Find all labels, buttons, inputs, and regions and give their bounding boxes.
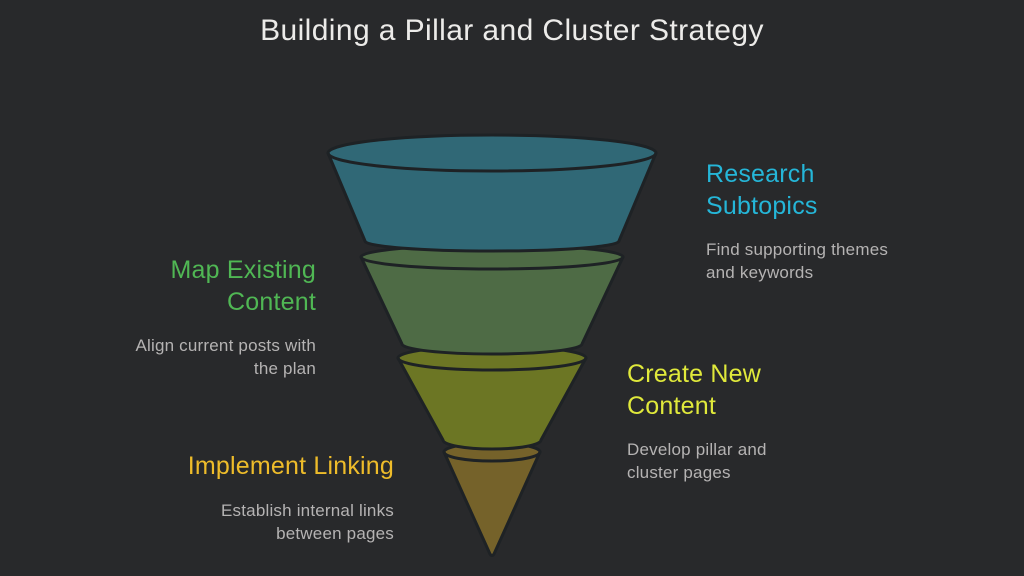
- funnel-stage-4-rim: [442, 450, 542, 463]
- step-implement-linking: Implement Linking Establish internal lin…: [188, 451, 394, 545]
- funnel-stage-2-body: [359, 243, 625, 356]
- step-create-new-content-description: Develop pillar and cluster pages: [627, 440, 767, 482]
- funnel-stage-3-body: [396, 344, 588, 451]
- funnel-stage-2: [359, 243, 625, 356]
- funnel-stage-4: [442, 441, 542, 557]
- funnel-stage-1-body: [326, 133, 658, 253]
- step-map-existing-content: Map Existing Content Align current posts…: [121, 255, 316, 380]
- step-research-subtopics: Research Subtopics Find supporting theme…: [706, 159, 896, 284]
- step-research-subtopics-title: Research Subtopics: [706, 160, 818, 220]
- funnel-stage-3-rim: [396, 356, 588, 372]
- funnel-stage-3: [396, 344, 588, 451]
- funnel-stage-2-rim: [359, 255, 625, 271]
- step-implement-linking-description: Establish internal links between pages: [221, 500, 394, 543]
- step-map-existing-content-title: Map Existing Content: [170, 256, 316, 316]
- step-create-new-content-title: Create New Content: [627, 360, 761, 420]
- funnel-stage-1: [326, 133, 658, 253]
- step-create-new-content: Create New Content Develop pillar and cl…: [627, 359, 797, 484]
- page-title: Building a Pillar and Cluster Strategy: [260, 14, 764, 47]
- step-research-subtopics-description: Find supporting themes and keywords: [706, 240, 889, 282]
- funnel-stage-1-rim: [326, 151, 658, 173]
- step-map-existing-content-description: Align current posts with the plan: [135, 336, 316, 378]
- step-implement-linking-title: Implement Linking: [187, 452, 394, 480]
